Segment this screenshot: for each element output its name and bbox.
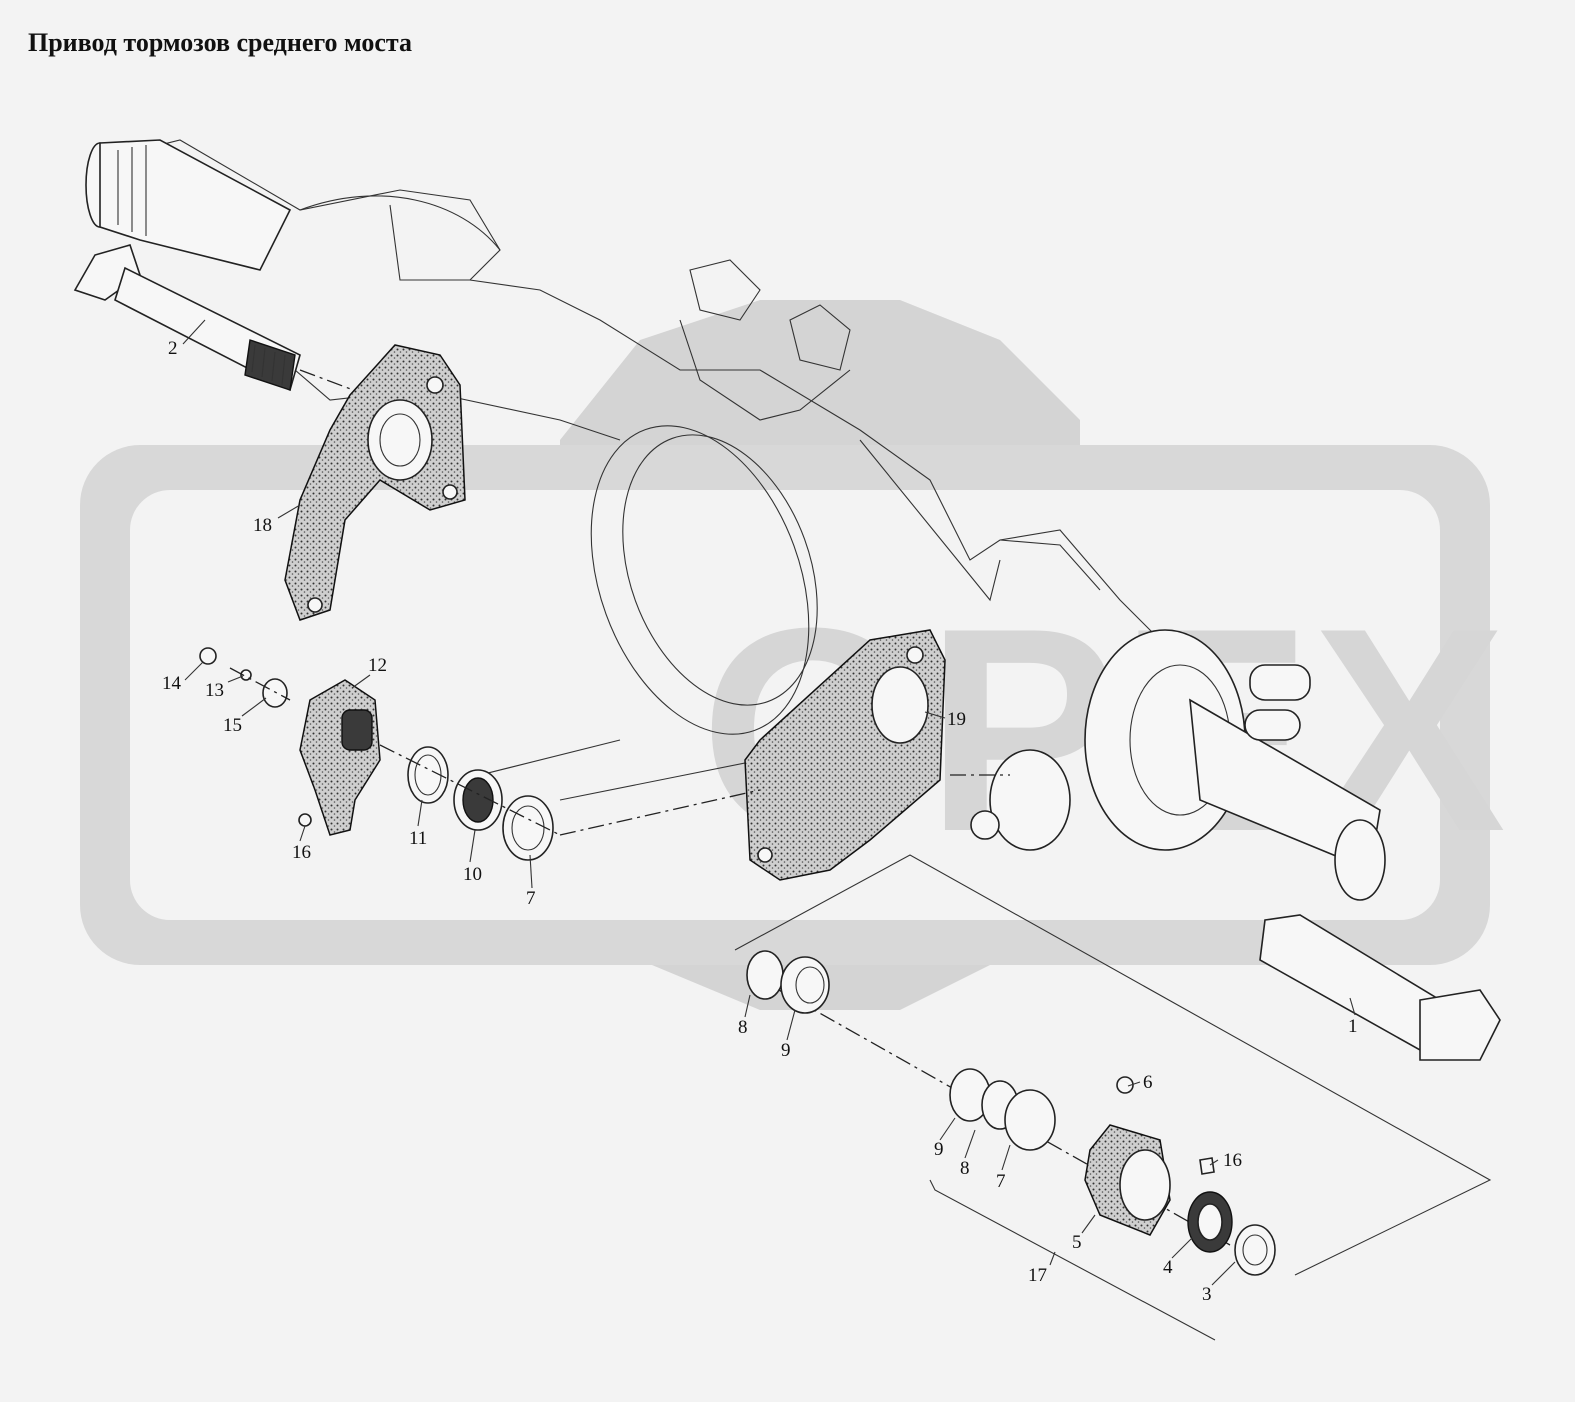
bracket-left xyxy=(284,344,466,621)
page-title: Привод тормозов среднего моста xyxy=(28,28,413,57)
callout-16-right: 16 xyxy=(1223,1150,1242,1171)
watermark-logo: OPEX xyxy=(80,300,1507,1010)
callout-2: 2 xyxy=(168,338,178,359)
callout-6: 6 xyxy=(1143,1072,1153,1093)
left-axle-shaft-end xyxy=(85,139,292,271)
callout-14: 14 xyxy=(162,673,182,694)
callout-18: 18 xyxy=(253,515,272,536)
callout-13: 13 xyxy=(205,680,224,701)
callout-11: 11 xyxy=(409,828,427,849)
callout-labels: 1 2 3 4 5 6 7 7 8 8 9 9 10 11 12 13 14 1… xyxy=(162,338,1358,1305)
leader-lines xyxy=(182,319,1356,1286)
callout-1: 1 xyxy=(1348,1016,1358,1037)
camshaft-left xyxy=(73,244,381,401)
callout-5: 5 xyxy=(1072,1232,1082,1253)
callout-19: 19 xyxy=(947,709,966,730)
slack-adjuster xyxy=(298,679,381,836)
callout-17: 17 xyxy=(1028,1265,1047,1286)
lower-assembly xyxy=(734,854,1492,1341)
callout-8-lower: 8 xyxy=(960,1158,970,1179)
camshaft-right xyxy=(1259,914,1501,1061)
callout-7-lower: 7 xyxy=(996,1171,1006,1192)
callout-10: 10 xyxy=(463,864,482,885)
callout-9-lower: 9 xyxy=(934,1139,944,1160)
callout-16-left: 16 xyxy=(292,842,311,863)
hub-flange xyxy=(970,629,1386,901)
callout-12: 12 xyxy=(368,655,387,676)
callout-15: 15 xyxy=(223,715,242,736)
bracket-right xyxy=(744,629,946,881)
callout-9-upper: 9 xyxy=(781,1040,791,1061)
left-small-parts xyxy=(199,647,1010,861)
callout-8-upper: 8 xyxy=(738,1017,748,1038)
callout-4: 4 xyxy=(1163,1257,1173,1278)
callout-3: 3 xyxy=(1202,1284,1212,1305)
callout-7-upper: 7 xyxy=(526,888,536,909)
